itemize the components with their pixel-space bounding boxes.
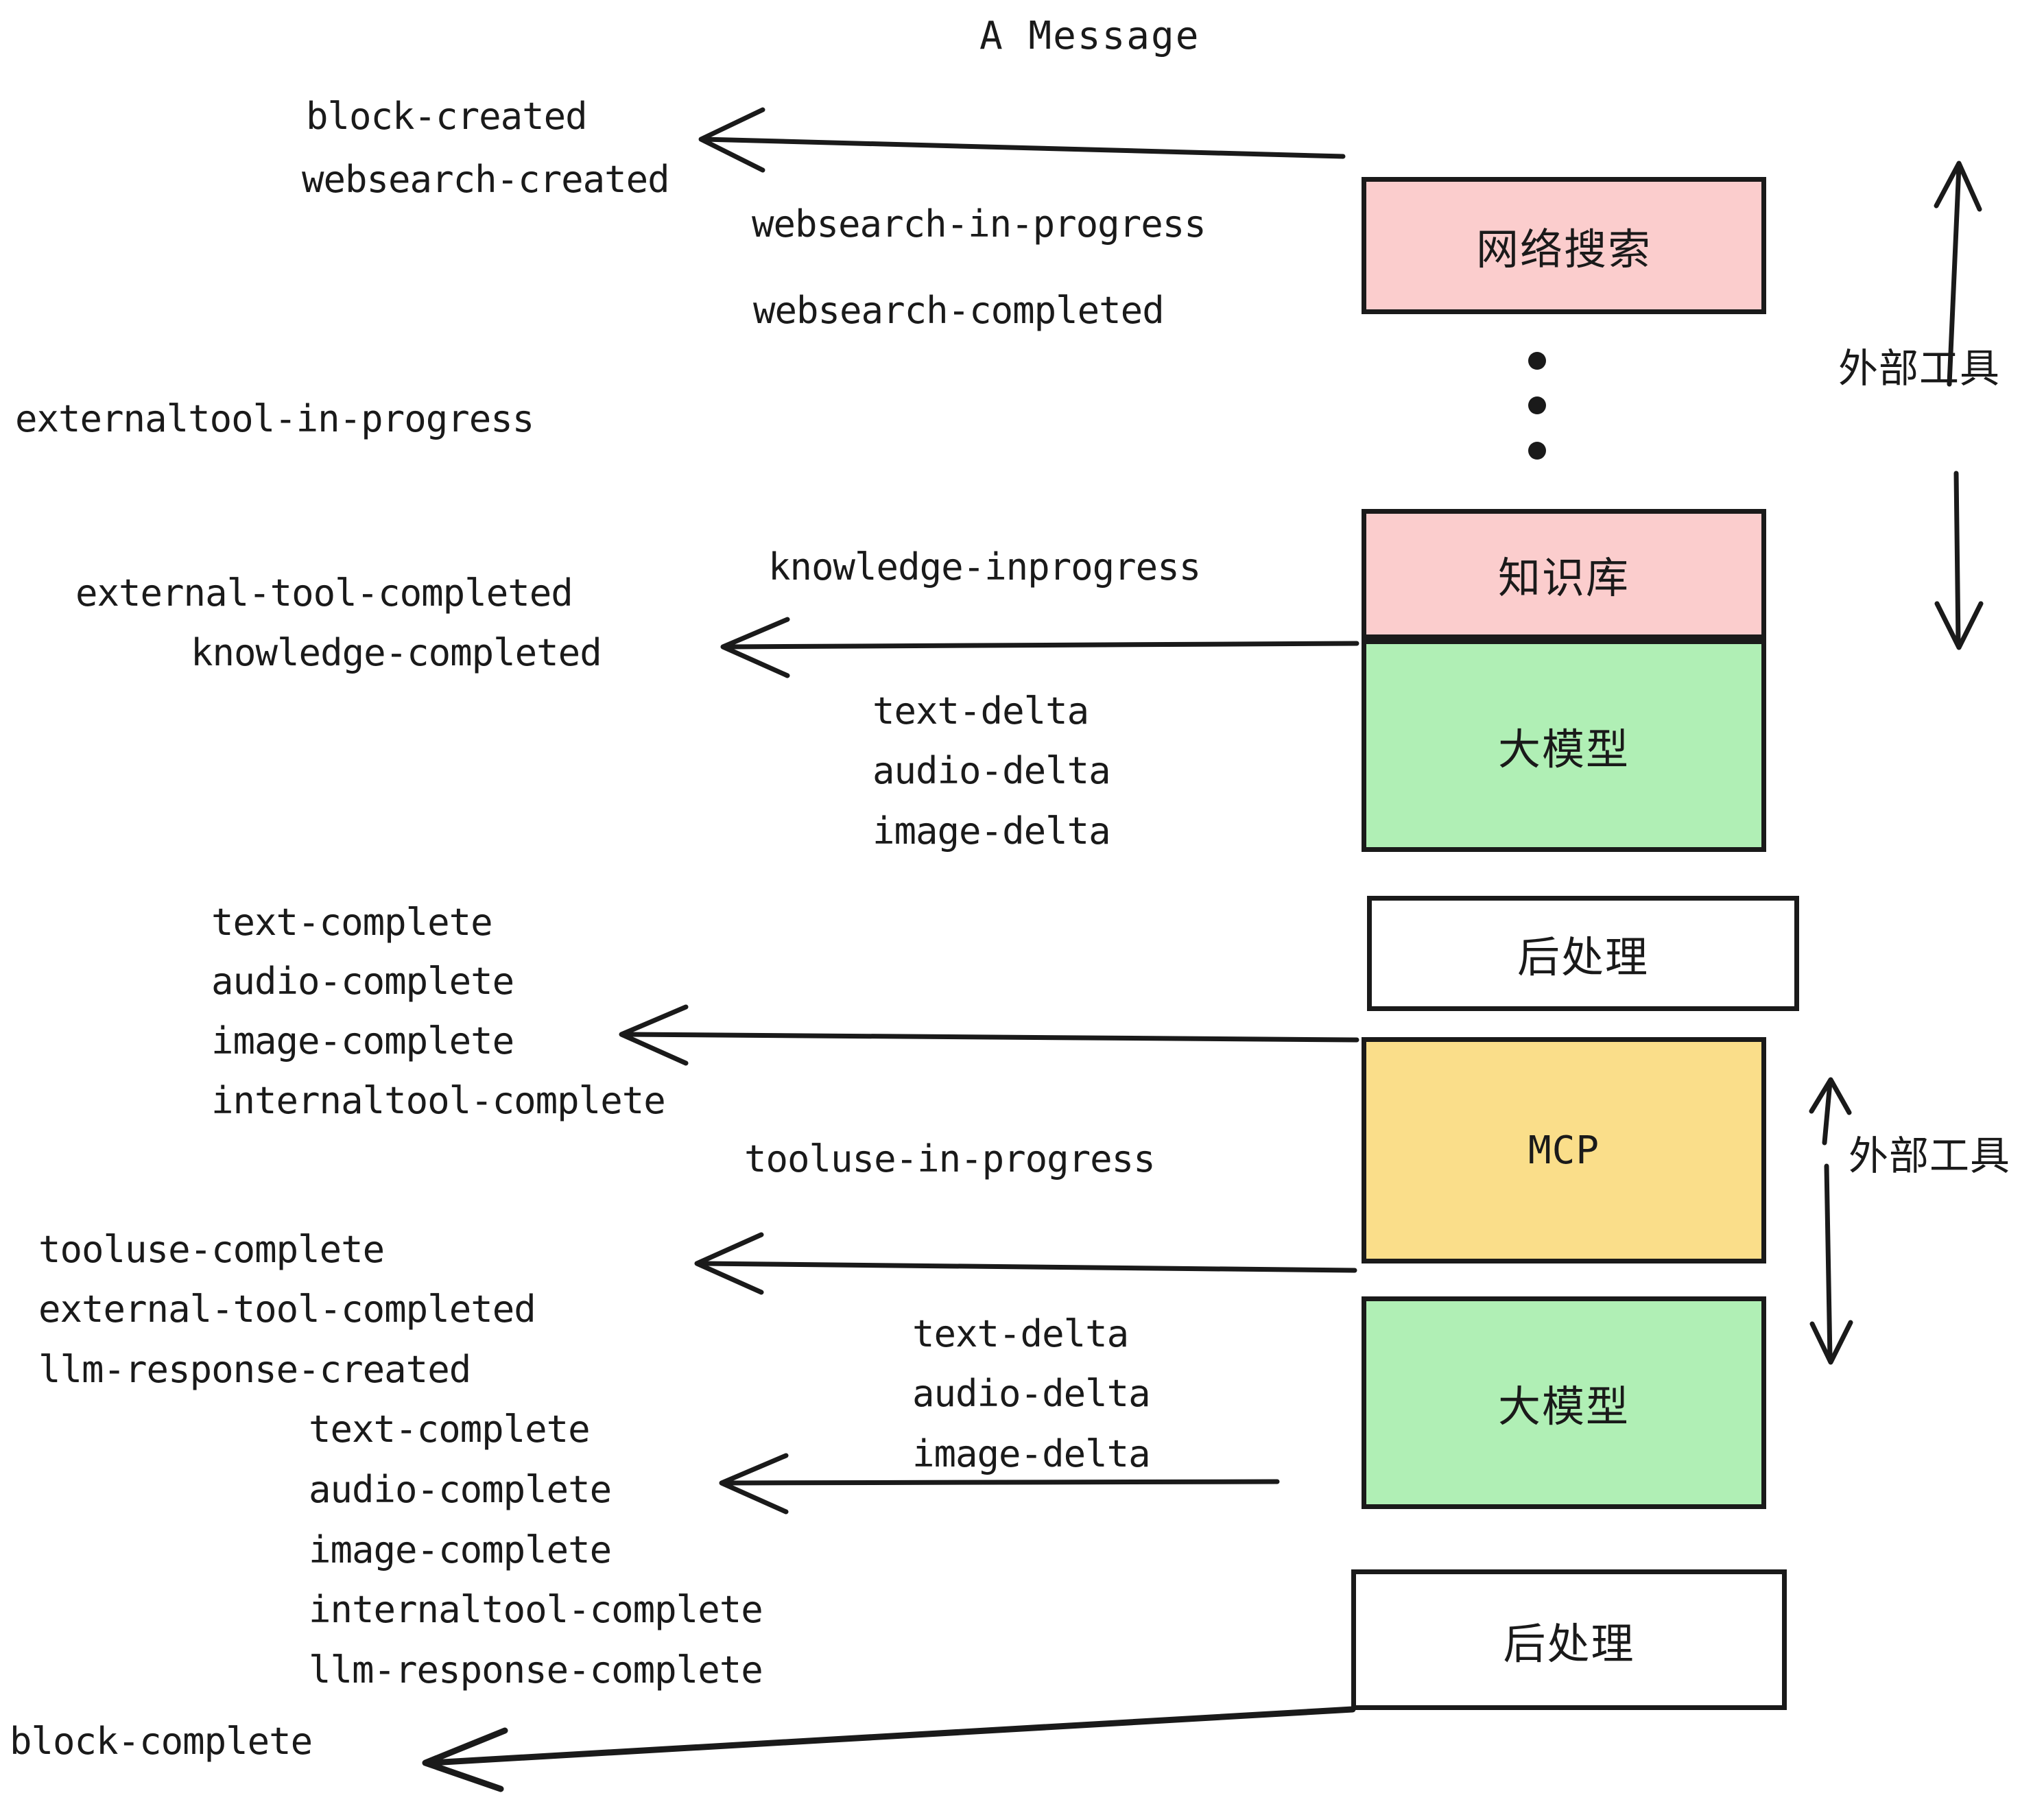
event-label-image-complete-1: image-complete — [211, 1019, 514, 1063]
event-label-tooluse-complete: tooluse-complete — [38, 1228, 385, 1271]
event-label-websearch-in-progress: websearch-in-progress — [752, 202, 1207, 246]
node-box-llm-2[interactable]: 大模型 — [1362, 1296, 1766, 1509]
event-label-tooluse-in-progress: tooluse-in-progress — [744, 1137, 1156, 1180]
event-label-text-complete-2: text-complete — [309, 1408, 591, 1451]
node-label-llm-1: 大模型 — [1497, 724, 1630, 774]
event-label-block-created: block-created — [306, 95, 588, 138]
event-label-text-complete-1: text-complete — [211, 901, 493, 944]
event-label-llm-response-created: llm-response-created — [38, 1348, 471, 1391]
event-label-external-tool-completed-1: external-tool-completed — [75, 571, 573, 615]
event-label-block-complete: block-complete — [10, 1720, 313, 1763]
event-label-llm-response-complete: llm-response-complete — [309, 1648, 763, 1692]
event-label-audio-delta-1: audio-delta — [872, 749, 1111, 792]
event-label-internaltool-complete-2: internaltool-complete — [309, 1588, 763, 1631]
event-label-image-delta-2: image-delta — [912, 1432, 1151, 1475]
event-label-image-delta-1: image-delta — [872, 809, 1111, 853]
node-label-postprocess-2: 后处理 — [1503, 1618, 1635, 1669]
event-label-knowledge-completed: knowledge-completed — [191, 631, 602, 674]
event-label-external-tool-completed-2: external-tool-completed — [38, 1287, 536, 1331]
arrow-llm1-to-image-complete — [619, 1004, 1359, 1066]
page-title: A Message — [979, 14, 1200, 58]
node-label-knowledge: 知识库 — [1497, 553, 1630, 603]
arrow-postprocess2-to-block-complete — [422, 1706, 1356, 1792]
ellipsis-dot-icon — [1528, 396, 1546, 414]
event-label-audio-complete-2: audio-complete — [309, 1468, 612, 1511]
event-label-internaltool-complete-1: internaltool-complete — [211, 1079, 666, 1122]
node-box-mcp[interactable]: MCP — [1362, 1037, 1766, 1263]
arrow-websearch-to-block-created — [698, 107, 1346, 173]
node-box-postprocess-1[interactable]: 后处理 — [1367, 896, 1799, 1011]
arrow-mcp-to-tooluse-complete — [694, 1232, 1357, 1295]
node-box-postprocess-2[interactable]: 后处理 — [1351, 1569, 1787, 1710]
event-label-audio-complete-1: audio-complete — [211, 960, 514, 1003]
node-label-mcp: MCP — [1528, 1128, 1600, 1173]
event-label-text-delta-1: text-delta — [872, 689, 1089, 733]
side-label-external-tools-bottom: 外部工具 — [1849, 1132, 2011, 1179]
event-label-websearch-created: websearch-created — [302, 158, 670, 201]
node-box-knowledge[interactable]: 知识库 — [1362, 509, 1766, 639]
node-box-llm-1[interactable]: 大模型 — [1362, 639, 1766, 852]
arrow-external-tools-top — [1934, 161, 1984, 650]
ellipsis-dot-icon — [1528, 352, 1546, 370]
event-label-knowledge-inprogress: knowledge-inprogress — [768, 545, 1201, 589]
node-box-websearch[interactable]: 网络搜索 — [1362, 177, 1766, 314]
arrow-external-tools-bottom — [1809, 1077, 1853, 1365]
event-label-text-delta-2: text-delta — [912, 1312, 1129, 1355]
event-label-image-complete-2: image-complete — [309, 1528, 612, 1571]
node-label-llm-2: 大模型 — [1497, 1381, 1630, 1432]
ellipsis-dot-icon — [1528, 442, 1546, 460]
node-label-postprocess-1: 后处理 — [1517, 932, 1649, 982]
side-label-external-tools-top: 外部工具 — [1838, 345, 2001, 392]
event-label-audio-delta-2: audio-delta — [912, 1372, 1151, 1415]
event-label-externaltool-in-progress: externaltool-in-progress — [15, 397, 534, 440]
event-label-websearch-completed: websearch-completed — [753, 289, 1165, 332]
node-label-websearch: 网络搜索 — [1475, 224, 1652, 274]
arrow-knowledge-to-knowledge-completed — [720, 617, 1359, 678]
